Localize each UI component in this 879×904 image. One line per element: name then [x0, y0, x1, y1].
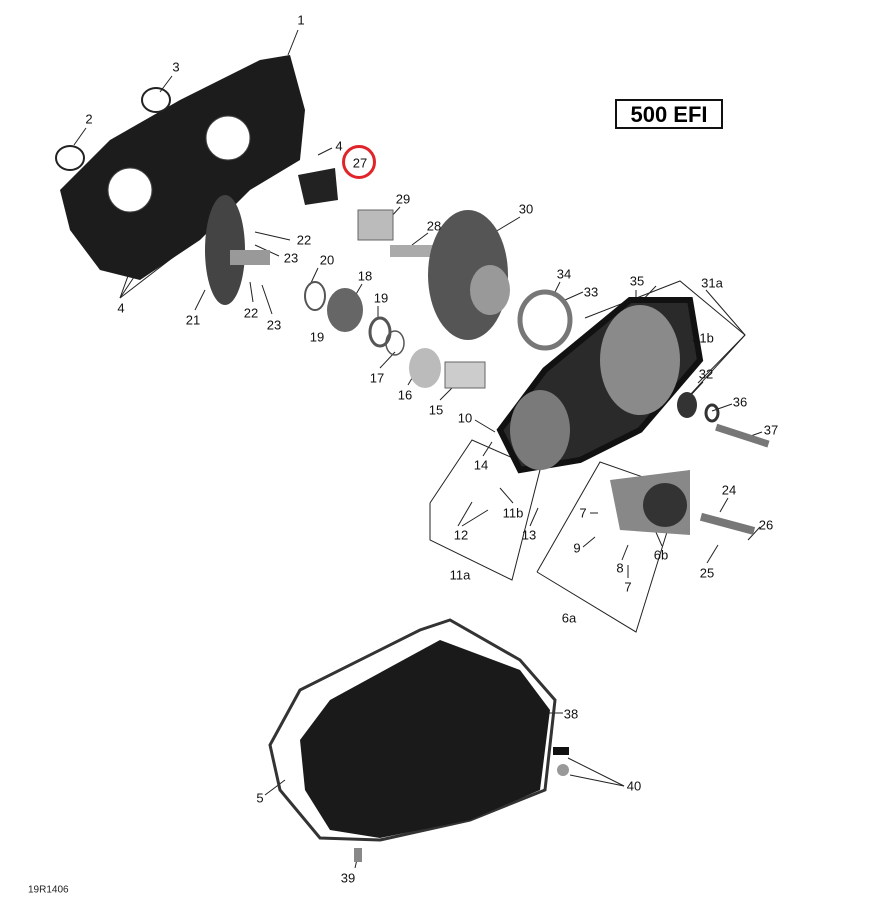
callout[interactable]: 31b — [692, 330, 714, 346]
callout[interactable]: 26 — [758, 517, 774, 533]
callout[interactable]: 30 — [518, 201, 534, 217]
callout[interactable]: 19 — [373, 290, 389, 306]
callout[interactable]: 2 — [85, 111, 93, 127]
callout[interactable]: 4 — [335, 138, 343, 154]
callout[interactable]: 6a — [561, 610, 577, 626]
callout[interactable]: 6b — [653, 547, 669, 563]
callout[interactable]: 4 — [117, 300, 125, 316]
callout[interactable]: 40 — [626, 778, 642, 794]
callout[interactable]: 1 — [297, 12, 305, 28]
callout[interactable]: 11a — [449, 567, 471, 583]
callout[interactable]: 39 — [340, 870, 356, 886]
callout[interactable]: 34 — [556, 266, 572, 282]
callout[interactable]: 12 — [453, 527, 469, 543]
callout-highlighted[interactable]: 27 — [352, 155, 368, 171]
part-27 — [298, 168, 338, 205]
callout[interactable]: 23 — [283, 250, 299, 266]
callout[interactable]: 28 — [426, 218, 442, 234]
callout[interactable]: 11b — [502, 505, 524, 521]
callout[interactable]: 33 — [583, 284, 599, 300]
callout[interactable]: 7 — [579, 505, 587, 521]
callout[interactable]: 22 — [243, 305, 259, 321]
callout[interactable]: 38 — [563, 706, 579, 722]
callout[interactable]: 19 — [309, 329, 325, 345]
callout[interactable]: 22 — [296, 232, 312, 248]
callout[interactable]: 25 — [699, 565, 715, 581]
diagram-code: 19R1406 — [28, 884, 69, 896]
callout[interactable]: 14 — [473, 457, 489, 473]
callout[interactable]: 20 — [319, 252, 335, 268]
callout[interactable]: 8 — [616, 560, 624, 576]
highlight-circle — [342, 145, 376, 179]
callout[interactable]: 31a — [701, 275, 723, 291]
callout[interactable]: 13 — [521, 527, 537, 543]
callout[interactable]: 5 — [256, 790, 264, 806]
callout[interactable]: 37 — [763, 422, 779, 438]
callout[interactable]: 15 — [428, 402, 444, 418]
fixed-sheave — [205, 195, 245, 305]
callout[interactable]: 9 — [573, 540, 581, 556]
callout[interactable]: 23 — [266, 317, 282, 333]
model-badge: 500 EFI — [615, 99, 723, 129]
callout[interactable]: 24 — [721, 482, 737, 498]
callout[interactable]: 29 — [395, 191, 411, 207]
drive-pulley-housing — [60, 55, 305, 280]
callout[interactable]: 35 — [629, 273, 645, 289]
callout[interactable]: 10 — [457, 410, 473, 426]
callout[interactable]: 3 — [172, 59, 180, 75]
callout[interactable]: 7 — [624, 579, 632, 595]
callout[interactable]: 21 — [185, 312, 201, 328]
callout[interactable]: 17 — [369, 370, 385, 386]
spring — [357, 209, 394, 241]
cover-gasket — [268, 618, 557, 842]
drive-cover — [300, 640, 550, 838]
callout[interactable]: 18 — [357, 268, 373, 284]
callout[interactable]: 16 — [397, 387, 413, 403]
callout[interactable]: 32 — [698, 366, 714, 382]
callout[interactable]: 36 — [732, 394, 748, 410]
